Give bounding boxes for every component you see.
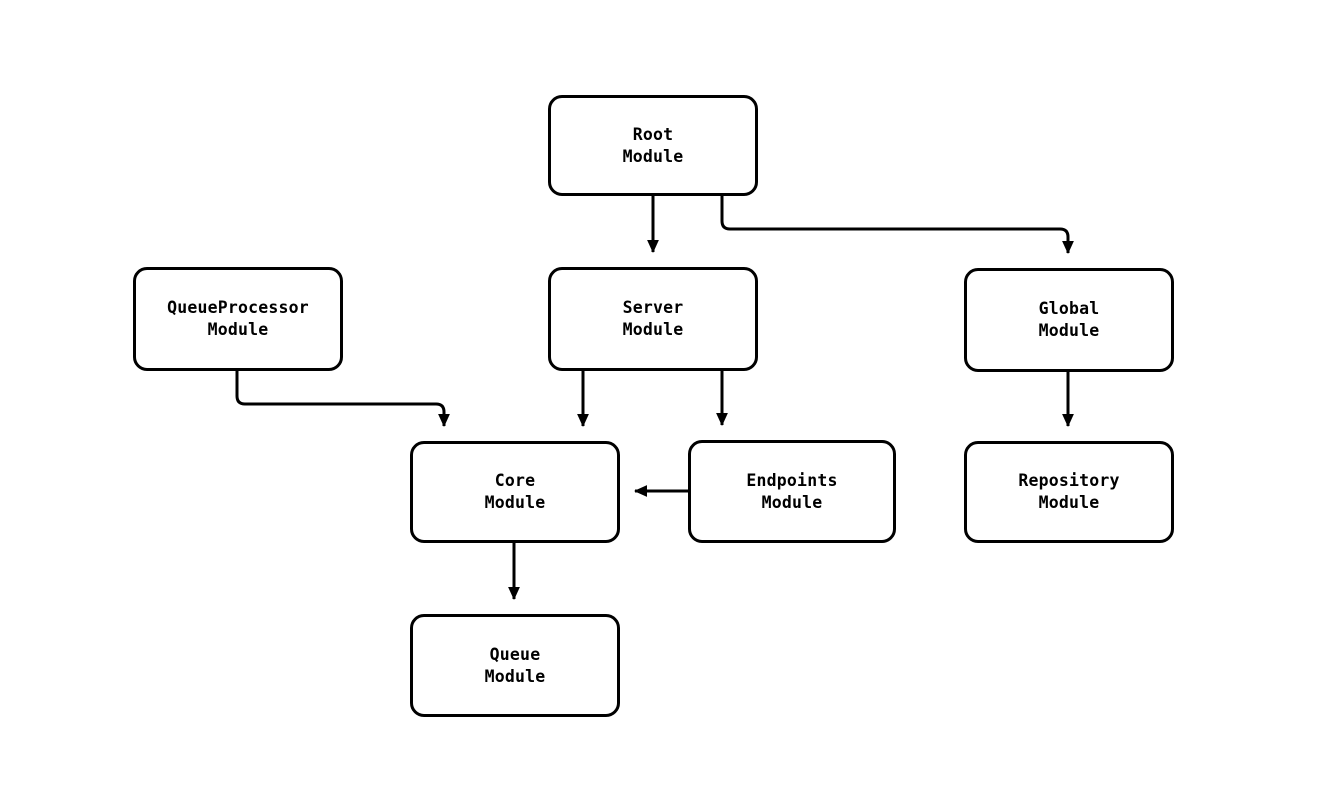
node-endpoints-name: Endpoints: [746, 470, 838, 490]
node-repository-suffix: Module: [1038, 493, 1100, 512]
node-repository-name: Repository: [1018, 471, 1120, 490]
node-queueprocessor-name: QueueProcessor: [167, 298, 309, 317]
node-global-suffix: Module: [1038, 321, 1100, 340]
node-server-suffix: Module: [622, 320, 684, 339]
node-queue-suffix: Module: [484, 666, 546, 686]
edge-root-to-global: [720, 196, 1074, 254]
node-root-name: Root: [632, 124, 674, 144]
node-core-name: Core: [494, 471, 536, 490]
node-global-name: Global: [1038, 299, 1100, 318]
edge-queueprocessor-to-core: [235, 371, 450, 427]
node-queueprocessor-suffix: Module: [207, 320, 269, 339]
node-queue-name: Queue: [489, 644, 541, 664]
node-core-suffix: Module: [484, 493, 546, 512]
node-endpoints-suffix: Module: [761, 492, 823, 512]
node-root-suffix: Module: [622, 146, 684, 166]
node-server-name: Server: [622, 298, 684, 317]
